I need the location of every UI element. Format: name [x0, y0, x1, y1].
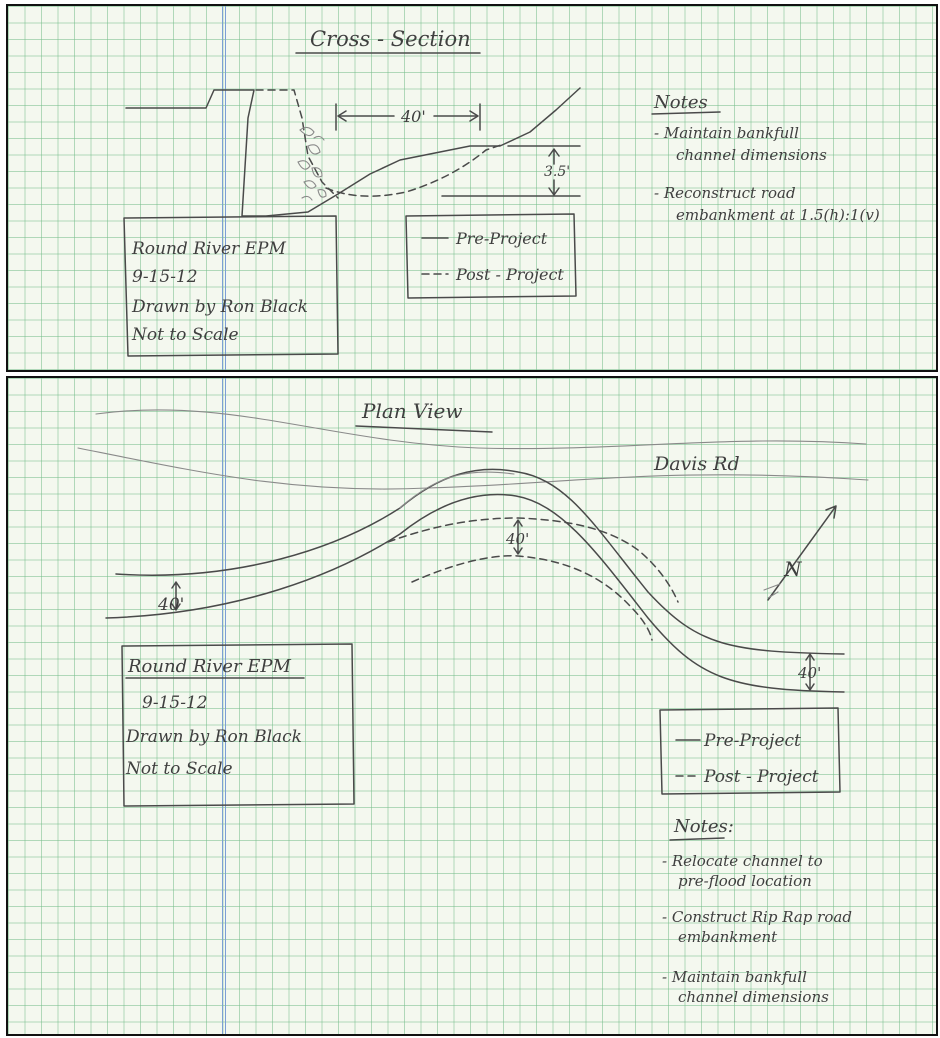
legend-pre: Pre-Project [703, 731, 801, 751]
road-edge-north [95, 409, 867, 450]
left-width-dimension [171, 581, 181, 611]
north-label: N [783, 557, 803, 581]
pre-project-bank-inner [105, 493, 845, 693]
note-2-line-2: embankment [678, 928, 778, 946]
legend-box [659, 707, 841, 795]
post-project-bank-outer [387, 517, 679, 603]
post-project-channel [325, 143, 505, 197]
legend-post: Post - Project [703, 767, 819, 787]
note-3-line-1: - Maintain bankfull [662, 968, 807, 986]
info-project: Round River EPM [131, 239, 286, 259]
post-project-embankment [255, 89, 339, 199]
info-project: Round River EPM [127, 656, 292, 677]
plan-view-drawing: Plan View Davis Rd 40' 40' 40' N Round R… [77, 399, 869, 1006]
top-dim-label: 40' [505, 530, 529, 548]
note-1-line-1: - Relocate channel to [662, 852, 823, 870]
margin-line [222, 378, 226, 1034]
note-1-line-2: pre-flood location [678, 872, 812, 890]
notes-title: Notes: [673, 816, 734, 837]
riprap-rocks [297, 126, 327, 201]
note-3-line-2: channel dimensions [678, 988, 829, 1006]
info-author: Drawn by Ron Black [125, 727, 302, 747]
legend-pre: Pre-Project [455, 229, 548, 248]
info-date: 9-15-12 [142, 693, 208, 713]
info-box [123, 215, 339, 357]
note-2-line-1: - Construct Rip Rap road [662, 908, 852, 926]
note-1-line-1: - Maintain bankfull [654, 124, 799, 142]
info-scale: Not to Scale [125, 759, 233, 779]
left-dim-label: 40' [157, 595, 184, 615]
info-box [121, 643, 355, 807]
info-author: Drawn by Ron Black [131, 297, 308, 317]
plan-view-title: Plan View [361, 399, 462, 423]
margin-line [222, 6, 226, 370]
road-label: Davis Rd [653, 453, 740, 475]
width-dimension [335, 103, 481, 131]
depth-dimension [548, 148, 560, 196]
pre-project-bank-outer [115, 468, 845, 655]
notes-underline [669, 837, 725, 841]
width-dim-label: 40' [400, 107, 426, 126]
title-underline [355, 425, 493, 433]
cross-section-title: Cross - Section [310, 27, 471, 51]
right-width-dimension [805, 653, 815, 691]
north-arrow [767, 505, 837, 601]
note-1-line-2: channel dimensions [676, 146, 827, 164]
road-edge-south [77, 447, 869, 490]
cross-section-panel: Cross - Section 40' 3.5' Rou [6, 4, 938, 372]
notes-underline [651, 111, 721, 115]
note-2-line-1: - Reconstruct road [654, 184, 796, 202]
cross-section-drawing: Cross - Section 40' 3.5' Rou [123, 27, 880, 357]
legend-post: Post - Project [455, 265, 564, 284]
info-scale: Not to Scale [131, 325, 239, 345]
post-project-bank-inner [411, 555, 653, 641]
right-dim-label: 40' [797, 664, 821, 682]
pre-project-profile [125, 87, 581, 217]
info-date: 9-15-12 [132, 267, 198, 287]
note-2-line-2: embankment at 1.5(h):1(v) [676, 206, 880, 224]
legend-box [405, 213, 577, 299]
top-width-dimension [513, 519, 523, 555]
plan-view-panel: Plan View Davis Rd 40' 40' 40' N Round R… [6, 376, 938, 1036]
notes-title: Notes [653, 92, 708, 113]
depth-dim-label: 3.5' [544, 164, 570, 180]
